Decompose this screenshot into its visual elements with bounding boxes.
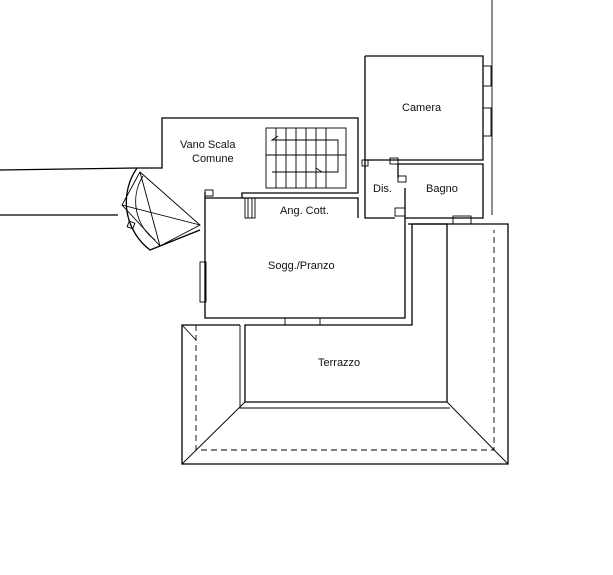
label-comune: Comune: [192, 153, 234, 165]
label-camera: Camera: [402, 102, 442, 114]
label-terrazzo: Terrazzo: [318, 357, 361, 369]
round-landing: [121, 167, 201, 251]
label-ang-cott: Ang. Cott.: [280, 205, 329, 217]
stair-hall-walls: [137, 117, 359, 230]
label-vano-scala: Vano Scala: [180, 139, 236, 151]
label-bagno: Bagno: [426, 183, 458, 195]
label-sogg-pranzo: Sogg./Pranzo: [268, 260, 335, 272]
terrace-walls: [181, 223, 509, 465]
entry-corridor: [0, 167, 138, 216]
label-dis: Dis.: [373, 183, 392, 195]
